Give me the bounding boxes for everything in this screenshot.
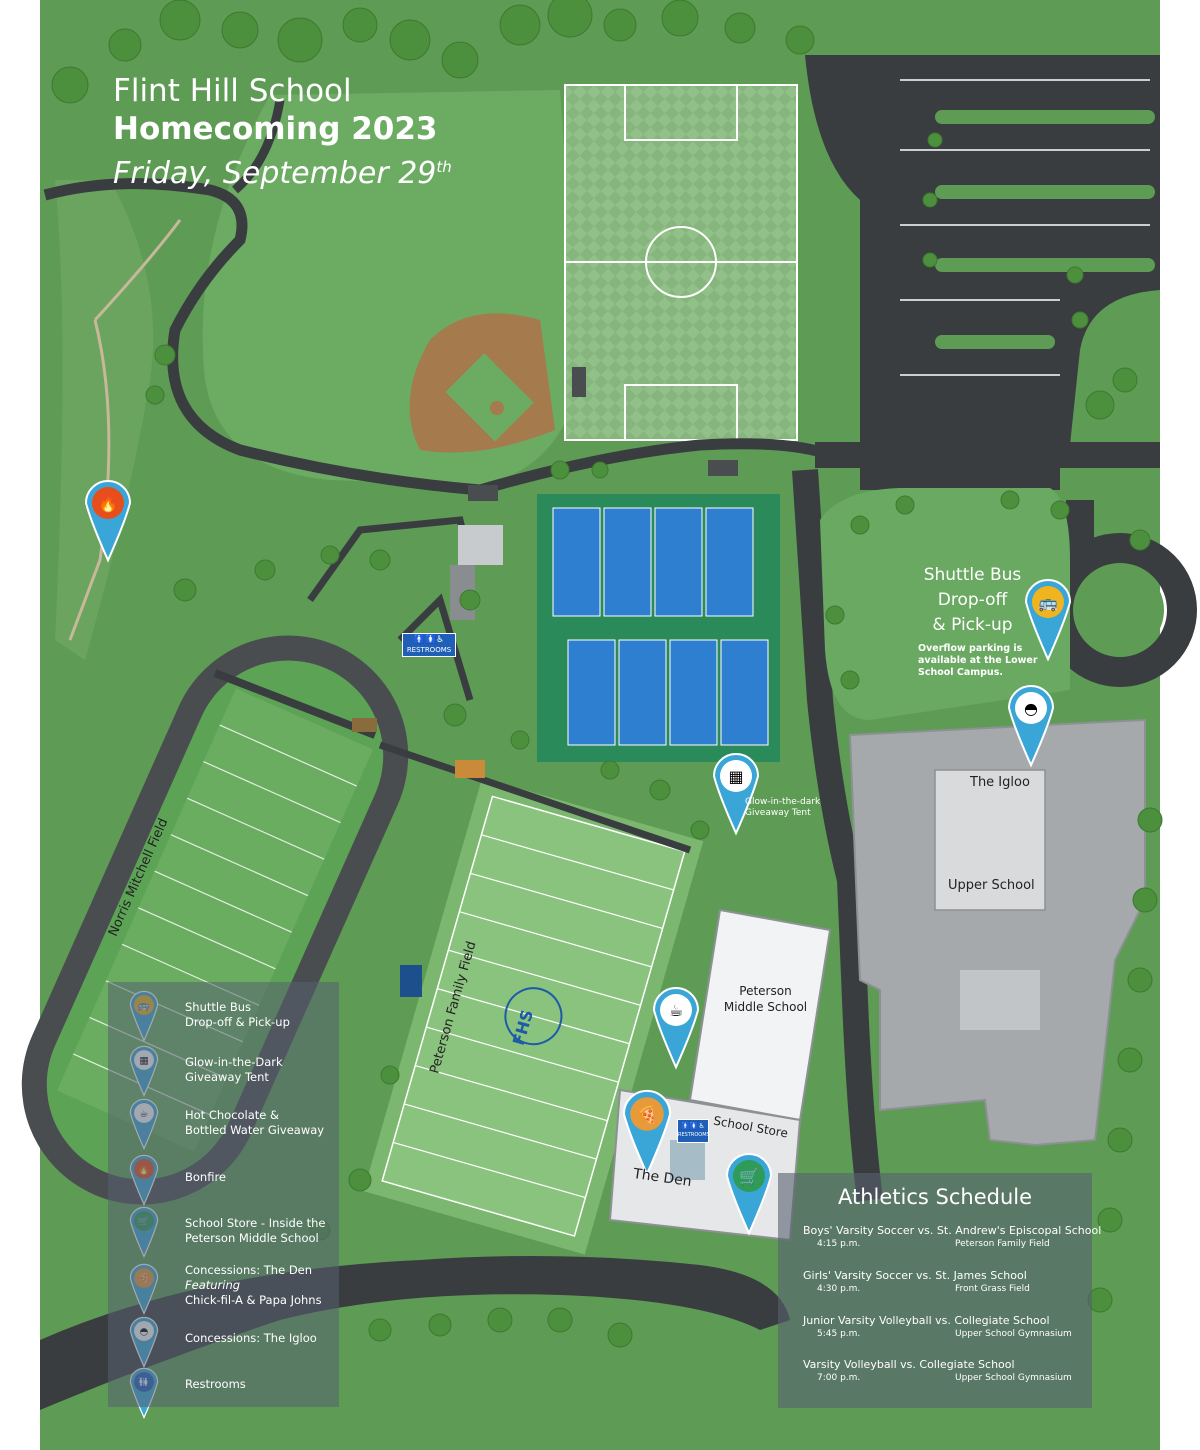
road-loop xyxy=(43,178,832,496)
parking-lot-upper xyxy=(805,55,1160,445)
schedule-event: Boys' Varsity Soccer vs. St. Andrew's Ep… xyxy=(803,1224,1102,1249)
svg-text:🛒: 🛒 xyxy=(739,1167,759,1186)
svg-text:🍕: 🍕 xyxy=(637,1104,658,1124)
restrooms-sign: 🚹🚺♿ RESTROOMS xyxy=(402,633,456,657)
schedule-title: Athletics Schedule xyxy=(837,1185,1033,1209)
svg-text:▦: ▦ xyxy=(728,767,743,786)
schedule-event: Varsity Volleyball vs. Collegiate School… xyxy=(803,1358,1072,1383)
bonfire-pin-icon: 🔥 xyxy=(84,480,132,563)
svg-text:🚌: 🚌 xyxy=(1038,593,1058,612)
shopping-cart-pin-icon: 🛒 xyxy=(725,1153,773,1236)
svg-text:🔥: 🔥 xyxy=(98,494,118,513)
tennis-court-grid xyxy=(552,507,769,746)
igloo-pin-icon: ◓ xyxy=(1007,685,1055,768)
peterson-ms-label: Peterson Middle School xyxy=(723,984,808,1014)
svg-text:◓: ◓ xyxy=(1024,699,1038,718)
event-name: Homecoming 2023 xyxy=(113,111,438,147)
hill-area xyxy=(55,180,154,660)
schedule-event: Junior Varsity Volleyball vs. Collegiate… xyxy=(803,1314,1072,1339)
event-date: Friday, September 29th xyxy=(113,156,452,191)
restrooms-sign-2: 🚹🚺♿ RESTROOMS xyxy=(677,1119,710,1143)
hot-chocolate-pin-icon: ☕ xyxy=(652,987,700,1070)
schedule-event: Girls' Varsity Soccer vs. St. James Scho… xyxy=(803,1269,1030,1294)
school-name: Flint Hill School xyxy=(113,73,352,109)
food-pin-icon: 🍕 xyxy=(622,1089,672,1177)
glow-tent-label: Glow-in-the-dark Giveaway Tent xyxy=(745,797,821,818)
overflow-parking-note: Overflow parking is available at the Low… xyxy=(918,643,1038,678)
title-block: Flint Hill School Homecoming 2023 Friday… xyxy=(113,72,452,193)
upper-school-label: Upper School xyxy=(948,878,1035,893)
shuttle-label: Shuttle Bus Drop-off & Pick-up xyxy=(923,565,1022,635)
shuttle-bus-pin-icon: 🚌 xyxy=(1024,579,1072,662)
shuttle-lawn xyxy=(820,488,1070,720)
upper-school-building xyxy=(848,718,1146,1147)
glow-tent-pin-icon: ▦ xyxy=(712,753,760,836)
trees xyxy=(51,0,1163,1348)
athletics-schedule-panel: Athletics Schedule Boys' Varsity Soccer … xyxy=(778,1173,1102,1408)
svg-text:☕: ☕ xyxy=(669,1001,683,1020)
igloo-label: The Igloo xyxy=(970,775,1030,790)
